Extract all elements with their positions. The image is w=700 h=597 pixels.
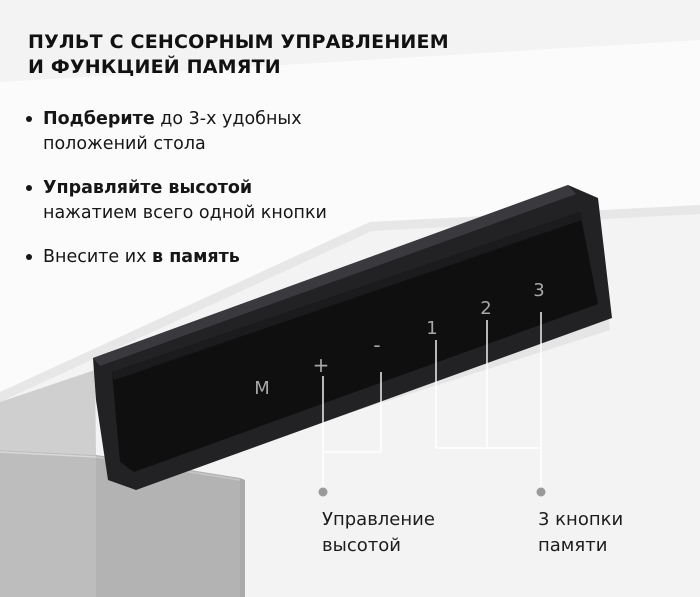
control-panel — [93, 185, 612, 490]
feature-bold: Подберите — [43, 109, 155, 129]
feature-bold: в память — [152, 247, 240, 267]
marker-dot-memory — [536, 487, 546, 497]
feature-item-presets: Подберите до 3-х удобных положений стола — [26, 107, 446, 157]
marker-dot-height — [318, 487, 328, 497]
down-key[interactable]: - — [373, 333, 380, 357]
callout-line: высотой — [322, 535, 401, 556]
memory-key[interactable]: M — [254, 378, 270, 399]
bullet-dot — [26, 116, 32, 122]
feature-item-memory: Внесите их в память — [26, 245, 446, 270]
callout-height-control: Управление высотой — [322, 507, 435, 559]
bullet-dot — [26, 254, 32, 260]
feature-text: нажатием всего одной кнопки — [43, 203, 327, 223]
up-key[interactable]: + — [313, 353, 330, 377]
preset-1-key[interactable]: 1 — [426, 318, 437, 339]
callout-line: 3 кнопки — [538, 509, 624, 530]
feature-item-height: Управляйте высотой нажатием всего одной … — [26, 176, 446, 226]
desk-leg — [0, 370, 245, 597]
desk-top — [0, 40, 700, 402]
page-title: ПУЛЬТ С СЕНСОРНЫМ УПРАВЛЕНИЕМ И ФУНКЦИЕЙ… — [28, 30, 628, 80]
callout-leaders — [322, 312, 542, 492]
preset-2-key[interactable]: 2 — [480, 298, 491, 319]
preset-3-key[interactable]: 3 — [533, 280, 544, 301]
bullet-dot — [26, 185, 32, 191]
feature-text: положений стола — [43, 134, 206, 154]
feature-text: Внесите их — [43, 247, 153, 267]
title-line-2: И ФУНКЦИЕЙ ПАМЯТИ — [28, 56, 281, 78]
feature-bold: Управляйте высотой — [43, 178, 253, 198]
feature-text: до 3-х удобных — [154, 109, 302, 129]
callout-memory-buttons: 3 кнопки памяти — [538, 507, 623, 559]
callout-line: Управление — [322, 509, 435, 530]
title-line-1: ПУЛЬТ С СЕНСОРНЫМ УПРАВЛЕНИЕМ — [28, 31, 449, 53]
callout-line: памяти — [538, 535, 608, 556]
